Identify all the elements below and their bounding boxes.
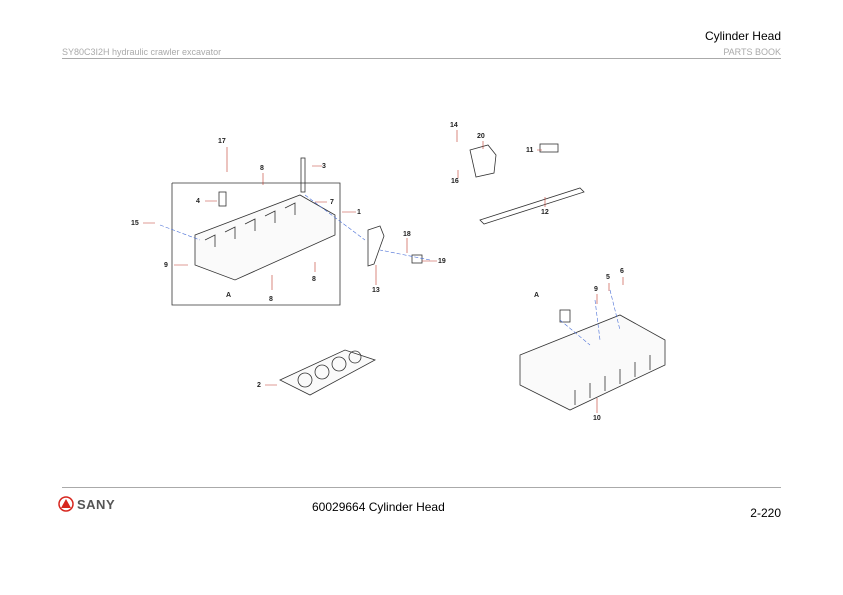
machine-model: SY80C3I2H hydraulic crawler excavator [62, 47, 222, 57]
callout-9: 9 [594, 286, 598, 293]
callout-1: 1 [357, 209, 361, 216]
callout-3: 3 [322, 163, 326, 170]
callout-6: 6 [620, 268, 624, 275]
sany-logo-icon [58, 496, 74, 512]
callout-16: 16 [451, 178, 459, 185]
callout-12: 12 [541, 209, 549, 216]
header-divider [62, 58, 781, 59]
callout-A: A [226, 292, 231, 299]
callout-10: 10 [593, 415, 601, 422]
book-name: PARTS BOOK [723, 47, 781, 57]
callout-2: 2 [257, 382, 261, 389]
cylinder-head-drawing [194, 194, 336, 281]
assembly-frame [171, 182, 341, 306]
section-title: Cylinder Head [704, 29, 781, 43]
callout-20: 20 [477, 133, 485, 140]
bolt-drawing [300, 157, 306, 193]
nut-drawing [411, 254, 423, 264]
callout-13: 13 [372, 287, 380, 294]
callout-5: 5 [606, 274, 610, 281]
sany-logo: SANY [58, 496, 115, 512]
brand-name: SANY [77, 496, 116, 512]
callout-8: 8 [269, 296, 273, 303]
drawing-title: 60029664 Cylinder Head [312, 500, 445, 514]
callout-18: 18 [403, 231, 411, 238]
page-number: 2-220 [750, 506, 781, 520]
bracket-drawing [367, 225, 385, 267]
glow-plug-drawing [539, 143, 559, 153]
injector-sleeve-drawing [218, 191, 227, 207]
callout-7: 7 [330, 199, 334, 206]
callout-8: 8 [260, 165, 264, 172]
cylinder-head-block-drawing [519, 314, 666, 411]
rocker-drawing [469, 144, 497, 178]
callout-15: 15 [131, 220, 139, 227]
callout-17: 17 [218, 138, 226, 145]
callout-8: 8 [312, 276, 316, 283]
connector-plate-drawing [479, 187, 585, 225]
callout-9: 9 [164, 262, 168, 269]
callout-19: 19 [438, 258, 446, 265]
callout-4: 4 [196, 198, 200, 205]
footer-divider [62, 487, 781, 488]
callout-A: A [534, 292, 539, 299]
callout-14: 14 [450, 122, 458, 129]
callout-11: 11 [526, 147, 534, 154]
